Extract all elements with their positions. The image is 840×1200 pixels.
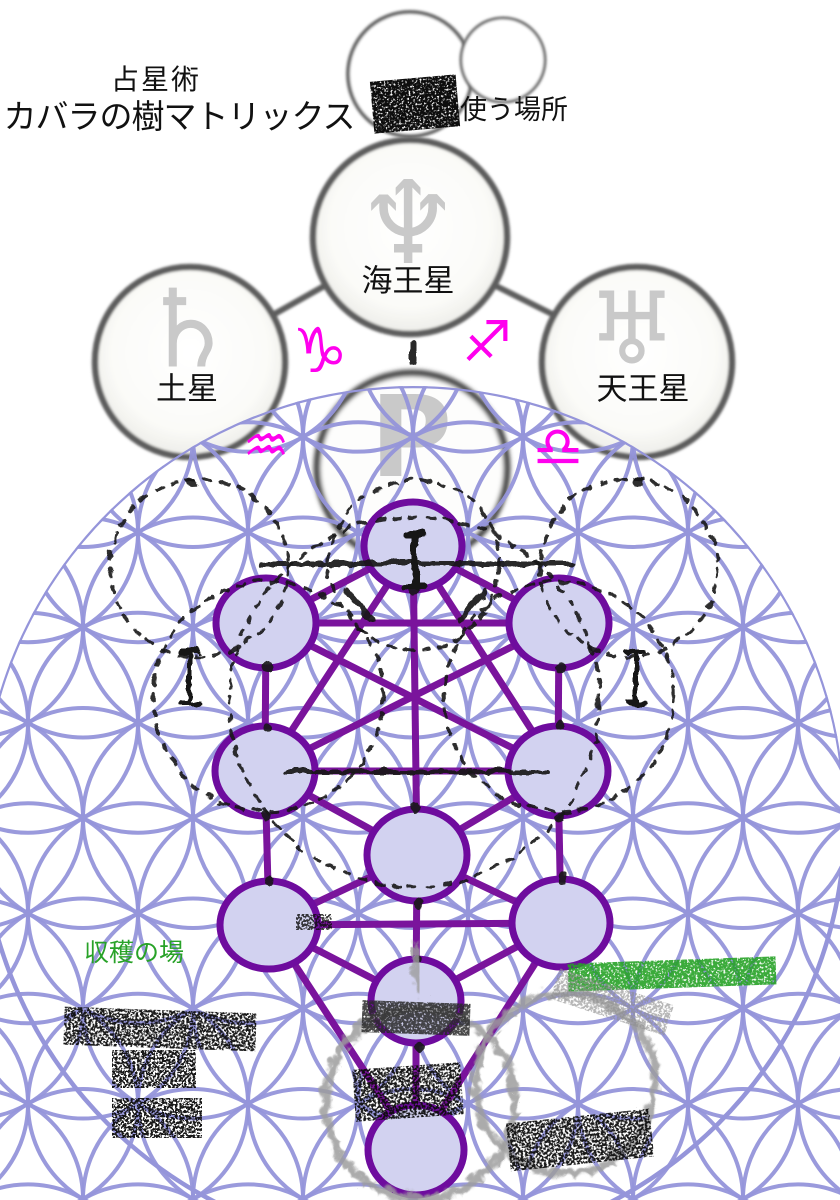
flower-circle bbox=[0, 801, 140, 1026]
hand-drawn-sketch-layer bbox=[106, 338, 718, 1050]
top-circle-scribble-noise bbox=[369, 74, 461, 134]
sketch-node-dot bbox=[412, 1040, 422, 1050]
sketch-node-dot bbox=[554, 662, 564, 672]
sketch-node-dot bbox=[554, 721, 564, 731]
bottom-left-scribble-2-noise bbox=[112, 1050, 196, 1088]
aquarius-glyph-icon: ♒ bbox=[242, 416, 290, 476]
sketch-node-dot bbox=[261, 662, 271, 672]
sketch-node-dot bbox=[408, 801, 418, 811]
foundation-band-scribble-noise bbox=[361, 1000, 471, 1036]
flower-circle bbox=[466, 386, 690, 454]
above-kingdom-scribble bbox=[352, 1062, 464, 1122]
planet-connector-line bbox=[491, 282, 559, 319]
saturn-symbol-icon: ♄ bbox=[140, 268, 237, 393]
flower-circle bbox=[136, 1182, 360, 1200]
flower-circle bbox=[0, 801, 30, 1026]
flower-circle bbox=[686, 1182, 840, 1200]
sketch-line bbox=[455, 587, 486, 621]
empty-circle bbox=[459, 16, 547, 104]
sketch-line bbox=[342, 587, 373, 621]
flower-circle bbox=[356, 386, 580, 454]
sketch-i-bar bbox=[622, 647, 646, 705]
planet-label-saturn: 土星 bbox=[156, 371, 218, 407]
page-title: カバラの樹マトリックス bbox=[3, 98, 355, 135]
gray-faint-scribble bbox=[549, 968, 675, 1036]
bottom-left-scribble-3-noise bbox=[112, 1098, 202, 1138]
flower-circle bbox=[0, 386, 85, 549]
flower-circle bbox=[246, 1182, 470, 1200]
flower-circle bbox=[26, 1182, 250, 1200]
flower-circle bbox=[0, 386, 30, 454]
sephira-upper-right bbox=[505, 574, 613, 672]
sketch-dashed-circle bbox=[440, 578, 674, 812]
planet-label-uranus: 天王星 bbox=[596, 371, 690, 407]
sephira-upper-left bbox=[212, 574, 320, 672]
flower-circle bbox=[796, 386, 840, 454]
top-right-label: 使う場所 bbox=[460, 95, 568, 125]
sketch-node-dot bbox=[412, 898, 422, 908]
flower-circle bbox=[631, 515, 840, 740]
subtitle-astrology: 占星術 bbox=[110, 64, 202, 95]
flower-circle bbox=[631, 706, 840, 930]
sketch-node-dot bbox=[630, 475, 640, 485]
planet-connector-line bbox=[268, 282, 329, 319]
gray-faint-scribble-noise bbox=[549, 968, 675, 1036]
bottom-left-scribble-3 bbox=[112, 1098, 202, 1138]
sketch-dashed-circle bbox=[536, 475, 718, 657]
flower-circle bbox=[741, 386, 840, 549]
flower-circle bbox=[0, 610, 30, 835]
planet-circle-neptune bbox=[309, 136, 511, 338]
bottom-left-scribble-2 bbox=[112, 1050, 196, 1088]
sagittarius-glyph-icon: ♐ bbox=[461, 310, 513, 375]
flower-circle bbox=[0, 515, 85, 740]
neptune-symbol-icon: ♆ bbox=[356, 157, 459, 291]
flower-circle bbox=[136, 386, 360, 454]
flower-circle bbox=[0, 420, 140, 645]
sketch-node-dot bbox=[408, 585, 418, 595]
harvest-place-label: 収穫の場 bbox=[84, 939, 185, 967]
flower-circle bbox=[0, 420, 30, 645]
right-of-kingdom-scribble bbox=[505, 1108, 655, 1172]
sketch-node-dot bbox=[556, 872, 566, 882]
scribble-layer bbox=[63, 74, 777, 1172]
libra-glyph-icon: ♎ bbox=[532, 415, 584, 480]
planet-label-neptune: 海王星 bbox=[361, 263, 455, 299]
flower-circle bbox=[0, 706, 85, 930]
sketch-node-dot bbox=[185, 475, 195, 485]
sketch-node-dot bbox=[260, 810, 270, 820]
green-scribble-noise bbox=[567, 956, 777, 992]
sephira-center bbox=[363, 805, 471, 905]
flower-circle bbox=[0, 610, 140, 835]
flower-circle bbox=[246, 386, 470, 454]
bottom-left-scribble-1-noise bbox=[63, 1006, 257, 1052]
foundation-band-scribble bbox=[361, 1000, 471, 1036]
flower-circle bbox=[741, 515, 840, 740]
bottom-left-scribble-1 bbox=[63, 1006, 257, 1052]
sketch-i-bar bbox=[176, 647, 200, 705]
flower-circle bbox=[0, 1182, 140, 1200]
right-of-kingdom-scribble-noise bbox=[505, 1108, 655, 1172]
top-circle-scribble bbox=[369, 74, 461, 134]
flower-circle bbox=[466, 1182, 690, 1200]
sketch-dashed-circle bbox=[149, 578, 383, 812]
sephira-lower-right bbox=[508, 875, 614, 971]
green-scribble bbox=[567, 956, 777, 992]
sketch-node-dot bbox=[264, 874, 274, 884]
sketch-dashed-circle bbox=[226, 513, 600, 887]
flower-circle bbox=[741, 706, 840, 930]
tree-path-upper-right-mid-left bbox=[263, 619, 561, 775]
netzach-line-scribble bbox=[296, 914, 332, 930]
capricorn-glyph-icon: ♑ bbox=[292, 314, 348, 387]
uranus-symbol-icon: ♅ bbox=[587, 271, 677, 388]
sketch-node-dot bbox=[261, 721, 271, 731]
flower-circle bbox=[741, 896, 840, 1121]
sketch-node-dot bbox=[553, 810, 563, 820]
gray-sketch-line bbox=[405, 941, 423, 993]
flower-circle bbox=[576, 1182, 800, 1200]
above-kingdom-scribble-noise bbox=[352, 1062, 464, 1122]
flower-circle bbox=[796, 420, 840, 645]
netzach-line-scribble-noise bbox=[296, 914, 332, 930]
